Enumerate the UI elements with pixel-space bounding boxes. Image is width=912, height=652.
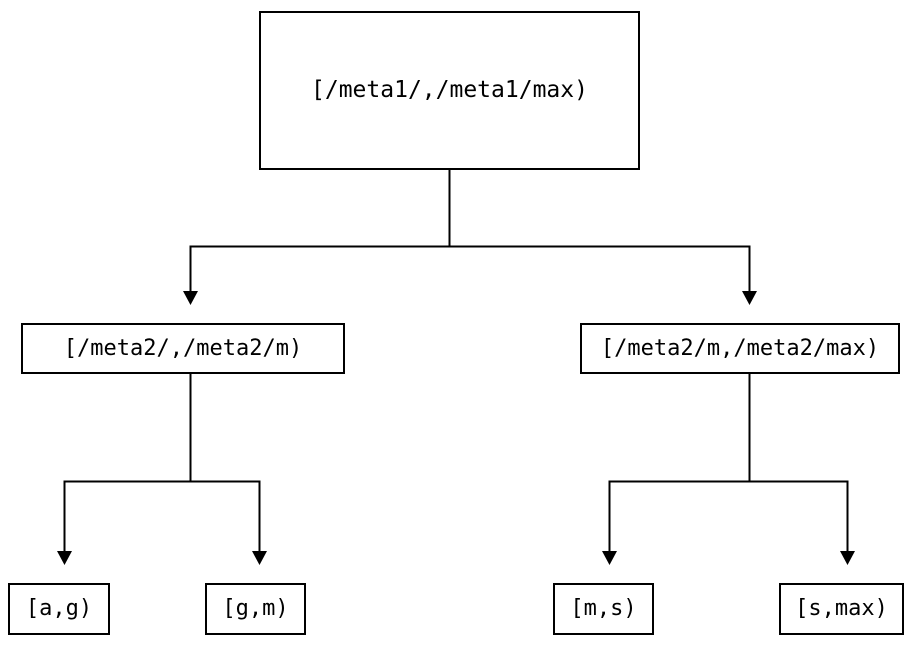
tree-node-leaf-ms[interactable]: [m,s) xyxy=(553,583,654,635)
arrowhead-icon xyxy=(742,291,757,305)
arrowhead-icon xyxy=(252,551,267,565)
tree-node-leaf-gm-label: [g,m) xyxy=(222,596,289,621)
tree-node-leaf-gm[interactable]: [g,m) xyxy=(205,583,306,635)
tree-node-leaf-ms-label: [m,s) xyxy=(570,596,637,621)
tree-node-meta2-low-label: [/meta2/,/meta2/m) xyxy=(63,335,303,361)
tree-node-meta2-high[interactable]: [/meta2/m,/meta2/max) xyxy=(580,323,900,374)
tree-node-leaf-ag-label: [a,g) xyxy=(25,596,93,621)
tree-node-root[interactable]: [/meta1/,/meta1/max) xyxy=(259,11,640,170)
tree-node-root-label: [/meta1/,/meta1/max) xyxy=(311,77,588,103)
edge-meta2-low-to-leaf-ag xyxy=(57,374,192,565)
edge-root-to-meta2-low xyxy=(183,170,451,305)
tree-node-meta2-high-label: [/meta2/m,/meta2/max) xyxy=(600,335,880,361)
edge-meta2-low-to-leaf-gm xyxy=(190,480,267,565)
edge-meta2-high-to-leaf-ms xyxy=(602,374,751,565)
arrowhead-icon xyxy=(57,551,72,565)
edge-root-to-meta2-high xyxy=(449,245,757,305)
arrowhead-icon xyxy=(602,551,617,565)
arrowhead-icon xyxy=(183,291,198,305)
tree-node-leaf-ag[interactable]: [a,g) xyxy=(8,583,110,635)
tree-node-leaf-smax[interactable]: [s,max) xyxy=(779,583,904,635)
edge-meta2-high-to-leaf-smax xyxy=(749,480,855,565)
arrowhead-icon xyxy=(840,551,855,565)
tree-node-meta2-low[interactable]: [/meta2/,/meta2/m) xyxy=(21,323,345,374)
tree-node-leaf-smax-label: [s,max) xyxy=(795,596,888,621)
